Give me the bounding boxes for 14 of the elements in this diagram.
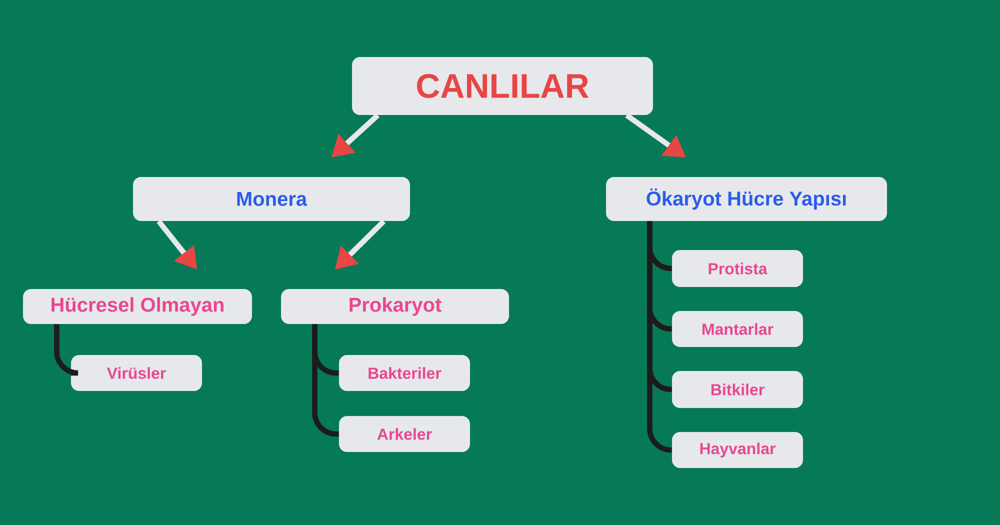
label-box: Protista xyxy=(672,250,803,287)
label-box: Prokaryot xyxy=(281,289,509,324)
connector-line xyxy=(54,324,81,376)
label-box: Monera xyxy=(133,177,410,221)
label-box: Bitkiler xyxy=(672,371,803,408)
connector-line xyxy=(647,221,674,453)
label-box: CANLILAR xyxy=(352,57,653,115)
label-box: Virüsler xyxy=(71,355,202,391)
label-box: Mantarlar xyxy=(672,311,803,347)
label-box: Hayvanlar xyxy=(672,432,803,468)
label-box: Bakteriler xyxy=(339,355,470,391)
label-box: Arkeler xyxy=(339,416,470,452)
label-box: Hücresel Olmayan xyxy=(23,289,252,324)
label-box: Ökaryot Hücre Yapısı xyxy=(606,177,887,221)
